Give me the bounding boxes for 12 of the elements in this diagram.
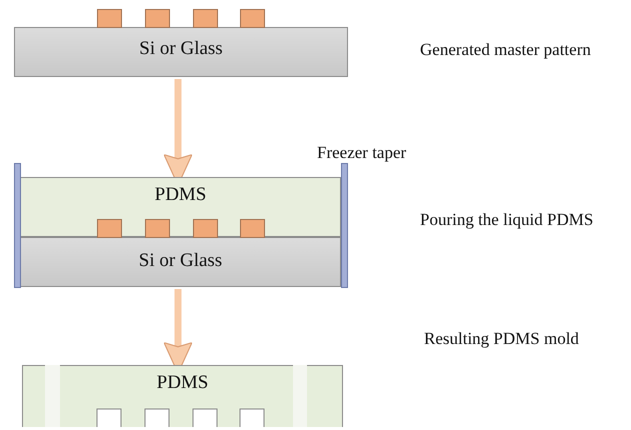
step-caption: Resulting PDMS mold <box>424 329 579 349</box>
substrate-layer <box>14 27 348 77</box>
layer-label: Si or Glass <box>138 250 222 272</box>
layer-label: PDMS <box>154 184 206 206</box>
step-caption: Generated master pattern <box>420 40 591 60</box>
pdms-layer <box>20 177 341 237</box>
step-caption: Pouring the liquid PDMS <box>420 210 594 230</box>
layer-label: Si or Glass <box>139 38 223 60</box>
layer-label: PDMS <box>156 372 208 394</box>
substrate-layer <box>20 237 341 287</box>
tape-label: Freezer taper <box>317 143 406 163</box>
pdms-mold <box>22 365 343 427</box>
